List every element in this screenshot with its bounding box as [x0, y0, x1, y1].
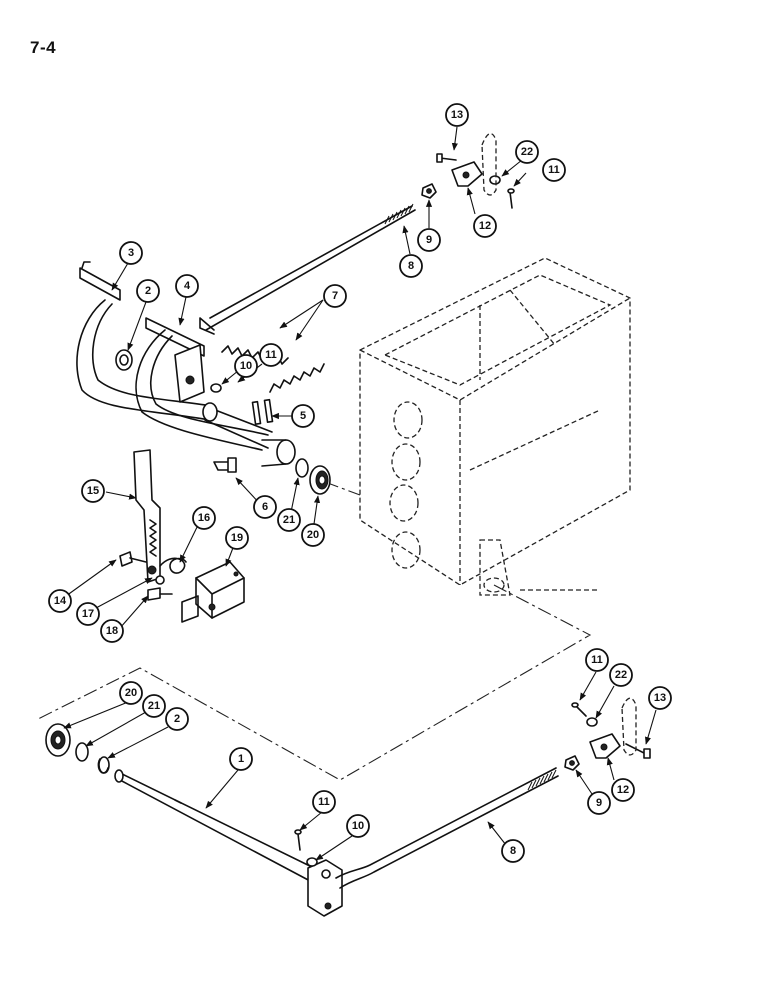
callout-3: 3	[119, 241, 143, 265]
page-number: 7-4	[30, 38, 57, 57]
svg-text:7: 7	[332, 290, 338, 302]
svg-text:10: 10	[352, 820, 364, 832]
svg-text:20: 20	[125, 687, 137, 699]
callout-8-upper: 8	[399, 254, 423, 278]
svg-text:13: 13	[654, 692, 666, 704]
svg-text:11: 11	[548, 164, 560, 176]
callout-17: 17	[76, 602, 100, 626]
svg-text:19: 19	[231, 532, 243, 544]
callout-20-lower: 20	[119, 681, 143, 705]
callout-16: 16	[192, 506, 216, 530]
callout-11-lower-left: 11	[312, 790, 336, 814]
svg-text:8: 8	[510, 845, 516, 857]
lower-rod-assembly	[335, 697, 651, 889]
svg-text:11: 11	[318, 796, 330, 808]
callout-11-upper-right: 11	[542, 158, 566, 182]
callout-7: 7	[323, 284, 347, 308]
callout-11-upper-left: 11	[259, 343, 283, 367]
pedal-3	[76, 261, 213, 421]
callout-13-upper: 13	[445, 103, 469, 127]
callout-19: 19	[225, 526, 249, 550]
callout-5: 5	[291, 404, 315, 428]
svg-text:11: 11	[591, 654, 603, 666]
callout-11-lower-right: 11	[585, 648, 609, 672]
pedal-4	[135, 317, 269, 451]
callout-9-upper: 9	[417, 228, 441, 252]
svg-text:9: 9	[426, 234, 432, 246]
callout-1: 1	[229, 747, 253, 771]
callout-15: 15	[81, 479, 105, 503]
callout-14: 14	[48, 589, 72, 613]
callout-22-lower: 22	[609, 663, 633, 687]
callout-4: 4	[175, 274, 199, 298]
svg-text:18: 18	[106, 625, 118, 637]
callout-21-upper: 21	[277, 508, 301, 532]
svg-text:22: 22	[615, 669, 627, 681]
upper-seal-washer	[295, 458, 331, 495]
svg-text:3: 3	[128, 247, 134, 259]
svg-text:2: 2	[145, 285, 151, 297]
svg-text:12: 12	[617, 784, 629, 796]
svg-text:9: 9	[596, 797, 602, 809]
parking-lock-assembly	[119, 449, 245, 623]
transmission-housing	[359, 257, 631, 596]
svg-text:17: 17	[82, 608, 94, 620]
upper-rod-assembly	[199, 133, 515, 335]
lower-seal-washers	[45, 723, 110, 774]
callout-6: 6	[253, 495, 277, 519]
callout-13-lower: 13	[648, 686, 672, 710]
roll-pins	[251, 398, 274, 425]
callout-9-lower: 9	[587, 791, 611, 815]
upper-centerline	[324, 481, 361, 496]
leader-lines	[63, 126, 657, 861]
callout-10-lower: 10	[346, 814, 370, 838]
svg-text:6: 6	[262, 501, 268, 513]
svg-text:10: 10	[240, 360, 252, 372]
svg-text:12: 12	[479, 220, 491, 232]
callout-18: 18	[100, 619, 124, 643]
svg-text:20: 20	[307, 529, 319, 541]
callout-2-lower: 2	[165, 707, 189, 731]
callout-12-lower: 12	[611, 778, 635, 802]
svg-text:13: 13	[451, 109, 463, 121]
pedal-shaft-sleeve	[115, 349, 296, 467]
callout-12-upper: 12	[473, 214, 497, 238]
svg-text:15: 15	[87, 485, 99, 497]
assembly-centerline	[35, 584, 592, 781]
svg-text:11: 11	[265, 349, 277, 361]
callout-20-upper: 20	[301, 523, 325, 547]
svg-text:16: 16	[198, 512, 210, 524]
lower-lever-arm	[294, 829, 343, 917]
svg-text:8: 8	[408, 260, 414, 272]
callout-10-upper: 10	[234, 354, 258, 378]
svg-text:14: 14	[54, 595, 67, 607]
svg-text:22: 22	[521, 146, 533, 158]
callout-8-lower: 8	[501, 839, 525, 863]
callout-22-upper: 22	[515, 140, 539, 164]
callout-2-upper: 2	[136, 279, 160, 303]
svg-text:4: 4	[184, 280, 191, 292]
svg-text:1: 1	[238, 753, 244, 765]
grease-fitting	[213, 457, 237, 473]
cross-shaft-1	[114, 769, 319, 883]
svg-text:21: 21	[283, 514, 295, 526]
svg-text:21: 21	[148, 700, 160, 712]
svg-text:2: 2	[174, 713, 180, 725]
callout-21-lower: 21	[142, 694, 166, 718]
svg-text:5: 5	[300, 410, 306, 422]
